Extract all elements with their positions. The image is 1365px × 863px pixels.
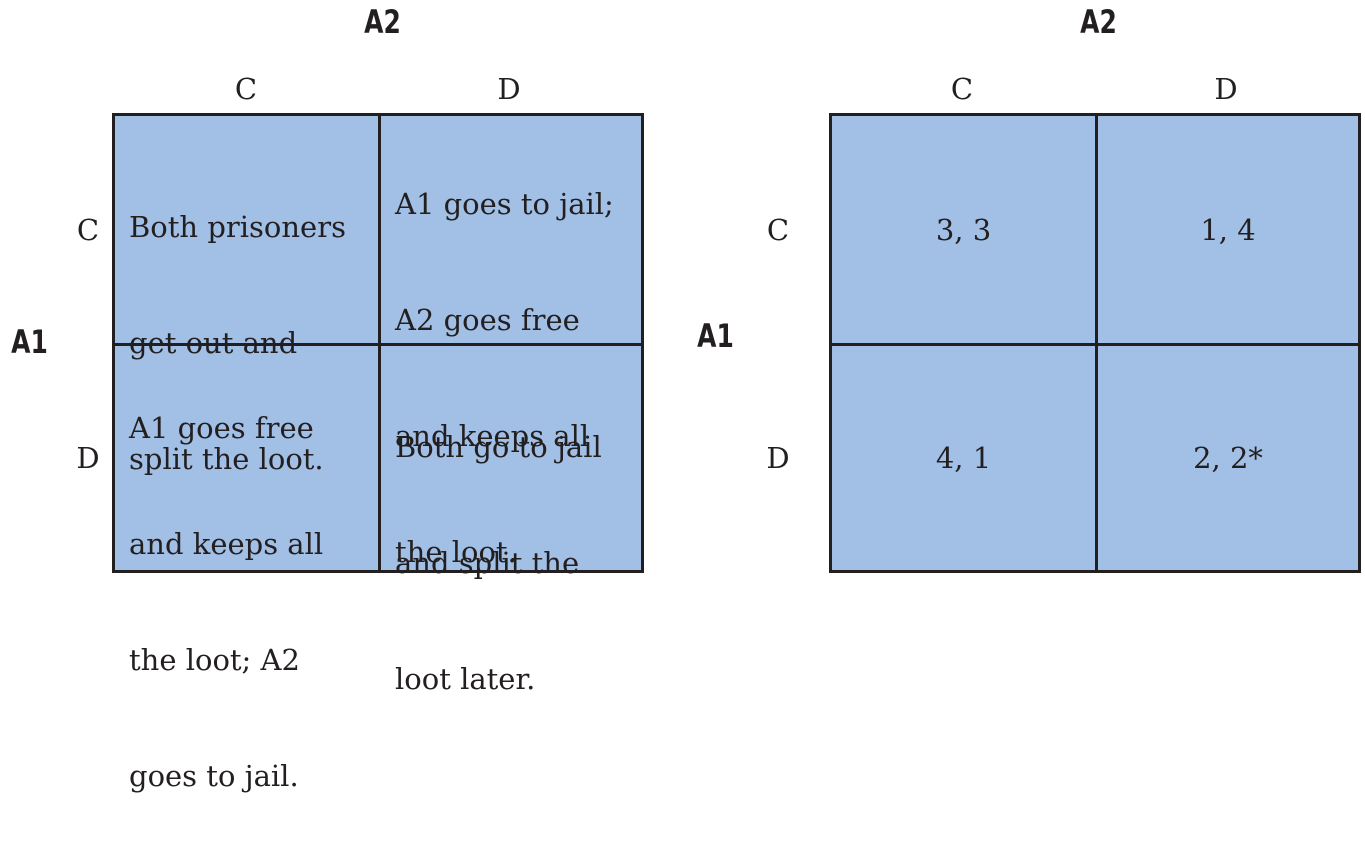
left-column-strategy-d: D xyxy=(497,72,521,106)
right-payoff-dc: 4, 1 xyxy=(935,441,992,475)
left-cell-dd: Both go to jail and split the loot later… xyxy=(395,360,640,766)
right-column-player-label: A2 xyxy=(1080,3,1117,41)
left-row-strategy-d: D xyxy=(76,441,100,475)
left-payoff-matrix: Both prisoners get out and split the loo… xyxy=(112,113,644,793)
left-cell-dc: A1 goes free and keeps all the loot; A2 … xyxy=(129,341,374,863)
left-row-player-label: A1 xyxy=(11,323,48,361)
right-payoff-dd: 2, 2* xyxy=(1193,441,1263,475)
left-cell-dc-line: A1 goes free xyxy=(129,411,314,445)
left-cell-cd-line: A2 goes free xyxy=(395,303,580,337)
left-cell-cc-line: split the loot. xyxy=(129,442,324,476)
left-row-strategy-c: C xyxy=(76,213,100,247)
left-cell-dd-line: loot later. xyxy=(395,662,536,696)
left-cell-dd-line: Both go to jail xyxy=(395,430,602,464)
left-column-player-label: A2 xyxy=(364,3,401,41)
left-cell-cd-line: A1 goes to jail; xyxy=(395,187,614,221)
left-column-strategy-c: C xyxy=(234,72,258,106)
left-cell-cc: Both prisoners get out and split the loo… xyxy=(129,140,374,546)
left-cell-cd: A1 goes to jail; A2 goes free and keeps … xyxy=(395,117,640,639)
right-row-player-label: A1 xyxy=(697,317,734,355)
left-cell-dc-line: the loot; A2 xyxy=(129,643,300,677)
left-cell-cd-line: and keeps all xyxy=(395,419,590,453)
left-cell-dc-line: goes to jail. xyxy=(129,759,299,793)
right-row-strategy-c: C xyxy=(766,213,790,247)
right-column-strategy-c: C xyxy=(950,72,974,106)
left-cell-cd-line: the loot. xyxy=(395,535,517,569)
right-payoff-cd: 1, 4 xyxy=(1200,212,1256,247)
right-row-strategy-d: D xyxy=(766,441,790,475)
left-cell-cc-line: get out and xyxy=(129,326,298,360)
right-column-strategy-d: D xyxy=(1214,72,1238,106)
right-matrix-horizontal-divider xyxy=(832,343,1358,346)
left-cell-dc-line: and keeps all xyxy=(129,527,324,561)
left-matrix-horizontal-divider xyxy=(115,343,641,346)
right-payoff-cc: 3, 3 xyxy=(935,212,992,247)
left-cell-cc-line: Both prisoners xyxy=(129,210,346,244)
right-payoff-matrix: 3, 3 1, 4 4, 1 2, 2* xyxy=(829,113,1361,573)
left-cell-dd-line: and split the xyxy=(395,546,580,580)
